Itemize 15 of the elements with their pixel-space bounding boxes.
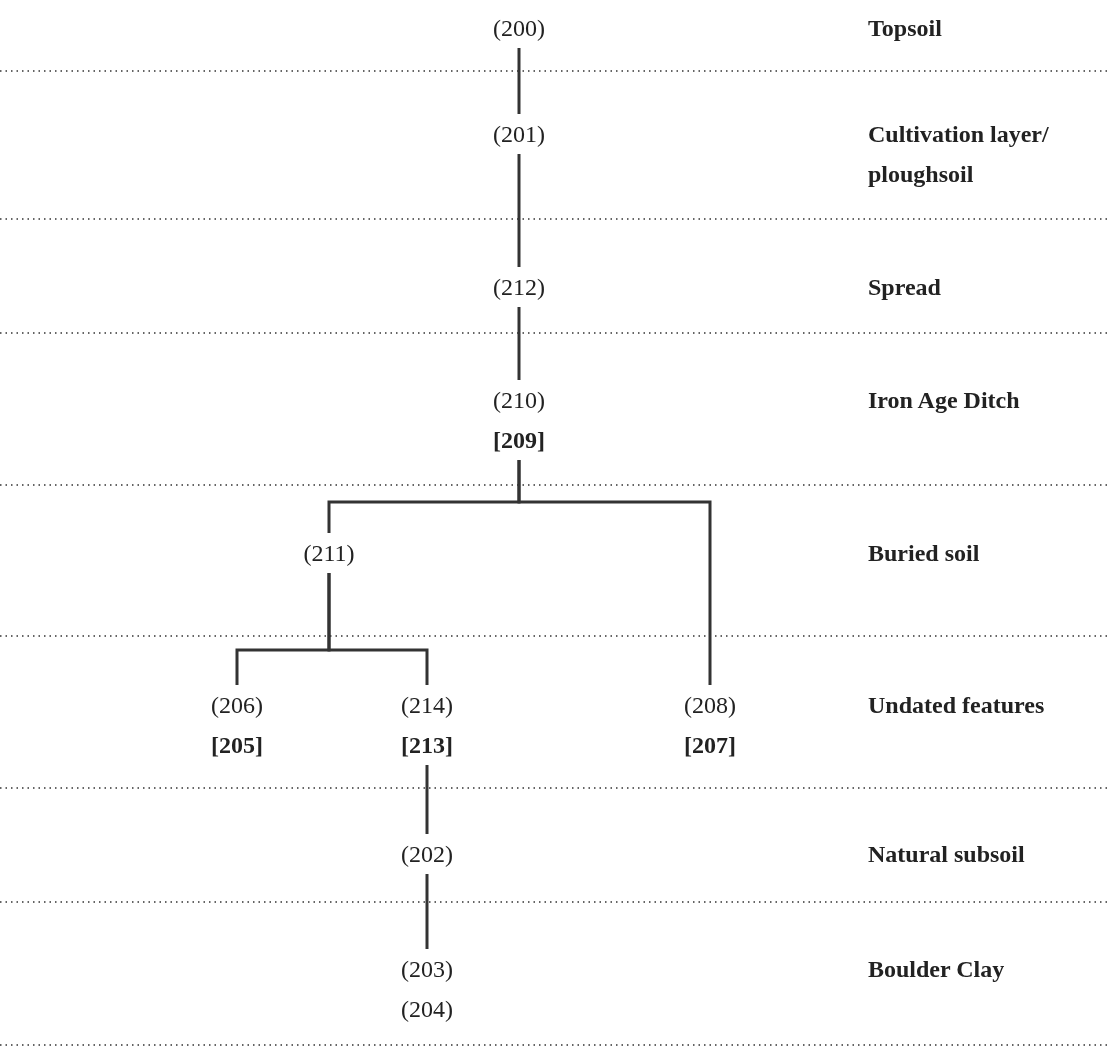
layer-label: Topsoil	[868, 14, 943, 43]
layer-label: Buried soil	[868, 539, 981, 568]
connector-line	[425, 874, 429, 949]
layer-label: Iron Age Ditch	[868, 386, 1021, 415]
layer-label: Boulder Clay	[868, 955, 1006, 984]
layer-label: Undated features	[868, 691, 1046, 720]
connector-line	[517, 154, 521, 267]
layer-label: Cultivation layer/ ploughsoil	[868, 120, 1050, 189]
connector-line	[517, 48, 521, 114]
layer-label: Spread	[868, 273, 942, 302]
connector-line	[517, 307, 521, 380]
connector-line	[517, 460, 712, 685]
layer-label: Natural subsoil	[868, 840, 1026, 869]
connector-line	[327, 573, 429, 685]
connector-line	[425, 765, 429, 834]
